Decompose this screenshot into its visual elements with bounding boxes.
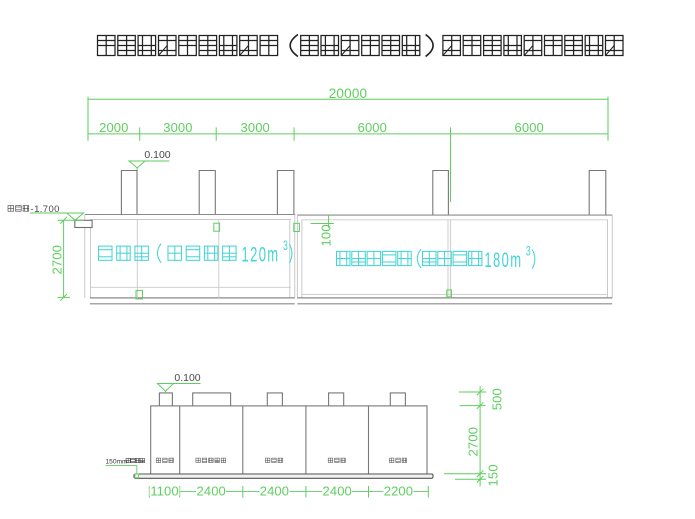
svg-text:2700: 2700: [466, 427, 481, 457]
svg-text:6000: 6000: [515, 120, 544, 135]
svg-text:6000: 6000: [358, 120, 387, 135]
svg-text:0.100: 0.100: [144, 149, 170, 161]
svg-text:2000: 2000: [99, 120, 128, 135]
svg-text:3: 3: [283, 238, 288, 254]
svg-text:3000: 3000: [163, 120, 192, 135]
svg-text:500: 500: [490, 388, 505, 410]
svg-text:0.100: 0.100: [174, 372, 200, 384]
svg-text:-1.700: -1.700: [31, 204, 60, 215]
svg-text:100: 100: [319, 224, 334, 246]
svg-text:120m: 120m: [242, 242, 280, 266]
svg-text:3: 3: [526, 243, 531, 259]
svg-text:150mm: 150mm: [106, 458, 128, 465]
svg-text:2200: 2200: [384, 483, 413, 498]
svg-text:2400: 2400: [323, 483, 352, 498]
svg-text:2400: 2400: [260, 483, 289, 498]
svg-text:180m: 180m: [484, 248, 522, 272]
svg-text:150: 150: [486, 464, 501, 486]
svg-text:1100: 1100: [150, 483, 178, 498]
svg-text:2400: 2400: [197, 483, 226, 498]
svg-text:20000: 20000: [329, 86, 368, 101]
svg-text:2700: 2700: [50, 245, 65, 275]
svg-text:3000: 3000: [241, 120, 270, 135]
